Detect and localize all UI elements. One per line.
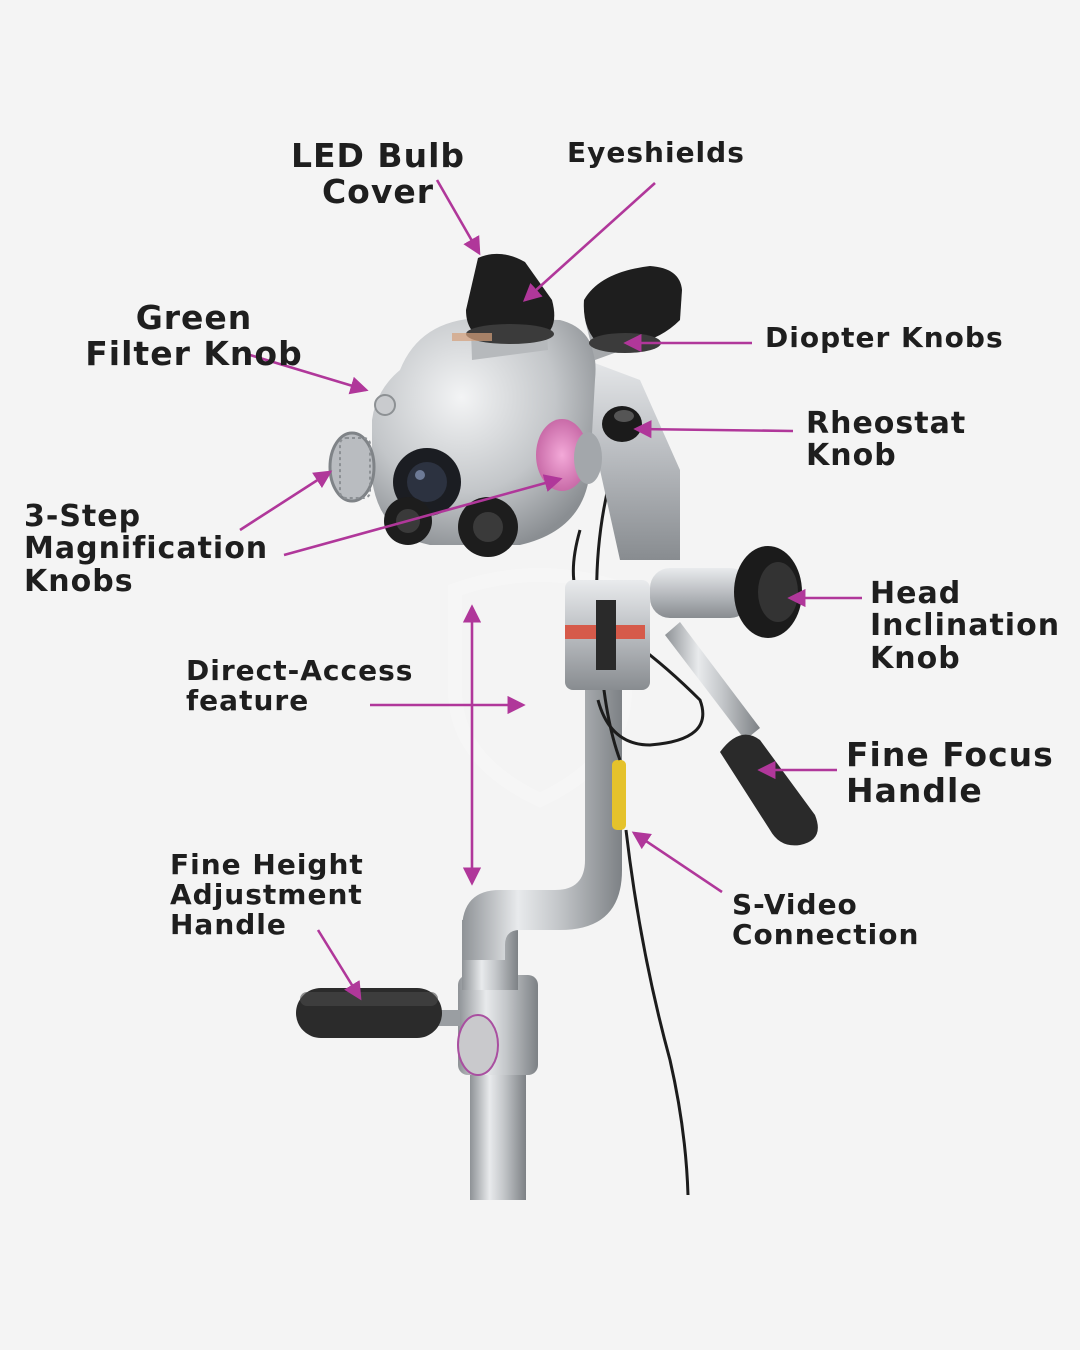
label-line: Handle (846, 773, 1054, 809)
label-line: Knob (806, 440, 966, 472)
label-line: Fine Focus (846, 737, 1054, 773)
label-line: feature (186, 686, 413, 716)
label-line: Rheostat (806, 408, 966, 440)
microscope-head (330, 254, 682, 560)
label-line: Filter Knob (84, 336, 304, 372)
label-line: Cover (288, 174, 468, 210)
label-diopter-knobs: Diopter Knobs (765, 323, 1004, 353)
label-line: Connection (732, 920, 919, 950)
arrow-s-video (634, 833, 722, 892)
label-line: Adjustment (170, 880, 364, 910)
fine-focus-handle (720, 735, 818, 846)
label-line: Diopter Knobs (765, 323, 1004, 353)
label-line: LED Bulb (288, 138, 468, 174)
label-line: Fine Height (170, 850, 364, 880)
label-line: 3-Step (24, 501, 268, 533)
label-magnification-knobs: 3-Step Magnification Knobs (24, 501, 268, 598)
label-head-inclination-knob: Head Inclination Knob (870, 578, 1060, 675)
label-line: Knob (870, 643, 1060, 675)
label-eyeshields: Eyeshields (567, 138, 745, 168)
label-line: Eyeshields (567, 138, 745, 168)
label-rheostat-knob: Rheostat Knob (806, 408, 966, 473)
label-line: Inclination (870, 610, 1060, 642)
label-s-video-connection: S-Video Connection (732, 890, 919, 950)
label-line: Handle (170, 910, 364, 940)
label-line: Green (84, 300, 304, 336)
label-direct-access: Direct-Access feature (186, 656, 413, 716)
label-fine-focus-handle: Fine Focus Handle (846, 737, 1054, 808)
label-led-bulb-cover: LED Bulb Cover (288, 138, 468, 209)
label-line: S-Video (732, 890, 919, 920)
label-line: Magnification (24, 533, 268, 565)
label-fine-height-handle: Fine Height Adjustment Handle (170, 850, 364, 941)
label-line: Knobs (24, 566, 268, 598)
label-line: Head (870, 578, 1060, 610)
label-green-filter-knob: Green Filter Knob (84, 300, 304, 371)
label-line: Direct-Access (186, 656, 413, 686)
head-inclination-knob (734, 546, 802, 638)
